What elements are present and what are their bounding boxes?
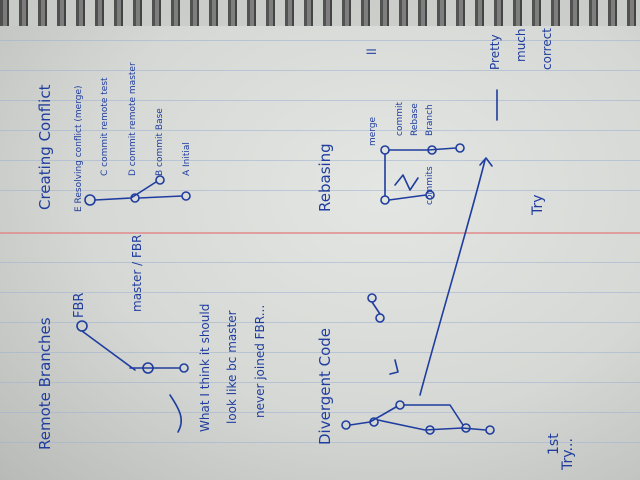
ruled-line bbox=[0, 382, 640, 383]
heading-rebasing: Rebasing bbox=[316, 143, 334, 212]
margin-line bbox=[0, 232, 640, 234]
commit-node bbox=[84, 194, 96, 206]
label-master-fbr: master / FBR bbox=[130, 234, 144, 312]
commit-node bbox=[395, 400, 405, 410]
ruled-line bbox=[0, 412, 640, 413]
branch-edge bbox=[81, 330, 136, 371]
branch-edge bbox=[377, 419, 487, 431]
commit-node bbox=[341, 420, 351, 430]
commit-d-label: D commit remote master bbox=[128, 62, 138, 176]
label-fbr: FBR bbox=[72, 292, 87, 318]
arrow-stroke bbox=[169, 394, 182, 433]
label-merge: merge bbox=[368, 116, 378, 146]
commit-node bbox=[367, 293, 377, 303]
commit-e-label: E Resolving conflict (merge) bbox=[74, 85, 84, 212]
ruled-line bbox=[0, 40, 640, 41]
commit-node bbox=[485, 425, 495, 435]
note-line-2: look like bc master bbox=[225, 310, 239, 424]
branch-edge bbox=[388, 147, 457, 151]
commit-node bbox=[455, 143, 465, 153]
branch-edge bbox=[388, 194, 427, 201]
ruled-line bbox=[0, 262, 640, 263]
pretty-much-correct-1: Pretty bbox=[488, 34, 502, 70]
ruled-line bbox=[0, 190, 640, 191]
title-remote-branches: Remote Branches bbox=[36, 317, 54, 450]
note-line-1: What I think it should bbox=[198, 303, 212, 432]
branch-edge bbox=[403, 404, 464, 426]
pretty-much-correct-2: much bbox=[514, 28, 528, 63]
note-line-3: never joined FBR... bbox=[253, 304, 267, 418]
ruled-line bbox=[0, 100, 640, 101]
branch-edge bbox=[349, 406, 397, 426]
branch-edge bbox=[371, 301, 381, 315]
arrow-stroke bbox=[389, 359, 399, 375]
ruled-line bbox=[0, 292, 640, 293]
commit-node bbox=[375, 313, 385, 323]
ruled-line bbox=[0, 70, 640, 71]
first-try-2: Try... bbox=[560, 438, 576, 470]
ruled-line bbox=[0, 322, 640, 323]
spiral-binding bbox=[0, 0, 640, 26]
label-branch: Branch bbox=[425, 104, 435, 136]
long-arrow bbox=[419, 159, 486, 396]
commit-a-label: A Initial bbox=[182, 142, 192, 176]
label-rebase: Rebase bbox=[410, 103, 420, 136]
squiggle bbox=[394, 174, 419, 191]
commit-node bbox=[181, 191, 191, 201]
try-label: Try bbox=[530, 194, 546, 215]
ruled-line bbox=[0, 442, 640, 443]
pretty-much-correct-3: correct bbox=[540, 27, 554, 70]
commit-node bbox=[380, 145, 390, 155]
double-mark: ll bbox=[365, 48, 379, 55]
commit-node bbox=[380, 195, 390, 205]
branch-edge bbox=[138, 195, 183, 199]
ruled-line bbox=[0, 130, 640, 131]
label-commits: commits bbox=[425, 166, 435, 205]
branch-edge bbox=[94, 181, 157, 201]
commit-node bbox=[179, 363, 189, 373]
heading-divergent-code: Divergent Code bbox=[316, 327, 334, 445]
ruled-line bbox=[0, 160, 640, 161]
arrowhead bbox=[479, 157, 493, 167]
title-creating-conflict: Creating Conflict bbox=[36, 84, 54, 210]
commit-b-label: B commit Base bbox=[155, 108, 165, 176]
label-commit: commit bbox=[395, 101, 405, 136]
commit-node bbox=[155, 175, 165, 185]
ruled-line bbox=[0, 352, 640, 353]
commit-c-label: C commit remote test bbox=[100, 77, 110, 176]
commit-node bbox=[76, 320, 88, 332]
